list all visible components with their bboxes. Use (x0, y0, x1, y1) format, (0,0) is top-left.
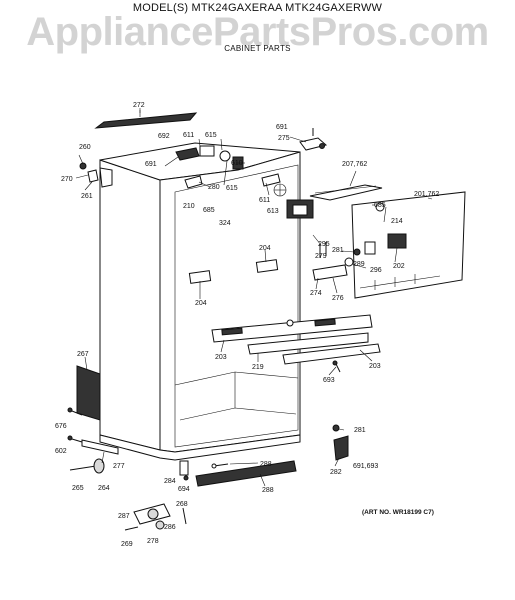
part-label: 281 (354, 427, 366, 434)
part-label: 219 (252, 364, 264, 371)
part-label: 202 (393, 263, 405, 270)
part-label: 204 (195, 300, 207, 307)
part-label: 288 (262, 487, 274, 494)
part-label: 261 (81, 193, 93, 200)
model-header: MODEL(S) MTK24GAXERAA MTK24GAXERWW (132, 2, 383, 14)
part-label: 269 (121, 541, 133, 548)
part-label: 685 (203, 207, 215, 214)
part-label: 210 (183, 203, 195, 210)
top-trim-strip (94, 110, 198, 129)
part-label: 280 (208, 184, 220, 191)
toe-grille-bracket (179, 460, 189, 481)
part-label: 201,762 (414, 191, 439, 198)
part-label: 270 (61, 176, 73, 183)
part-label: 275 (278, 135, 290, 142)
part-label: 272 (133, 102, 145, 109)
part-label: 278 (147, 538, 159, 545)
part-label: 214 (391, 218, 403, 225)
front-rail-middle (247, 332, 369, 355)
part-label: 264 (98, 485, 110, 492)
rear-roller (69, 458, 105, 474)
part-label: 611 (259, 197, 270, 204)
upper-right-hinge (299, 128, 328, 151)
part-label: 676 (55, 423, 67, 430)
part-label: 694 (178, 486, 190, 493)
part-label: 324 (219, 220, 231, 227)
part-label: 260 (79, 144, 91, 151)
part-label: 281 (332, 247, 344, 254)
part-label: 274 (310, 290, 322, 297)
part-label: 296 (370, 267, 382, 274)
part-label: 289 (353, 261, 365, 268)
sensor-bracket (312, 242, 361, 281)
part-label: 288 (260, 461, 272, 468)
lower-left-screws (67, 407, 83, 443)
part-label: 203 (215, 354, 227, 361)
part-label: 286 (164, 524, 176, 531)
part-label: 615 (205, 132, 217, 139)
part-label: 284 (164, 478, 176, 485)
part-label: 610 (231, 160, 243, 167)
part-label: 613 (267, 208, 279, 215)
art-number: (ART NO. WR18199 C7) (362, 509, 434, 516)
air-duct-assembly (261, 173, 383, 219)
part-label: 282 (330, 469, 342, 476)
part-label: 691 (145, 161, 157, 168)
part-label: 268 (176, 501, 188, 508)
part-label: 203 (369, 363, 381, 370)
part-label: 287 (118, 513, 130, 520)
rail-screw (332, 360, 341, 373)
part-label: 207,762 (342, 161, 367, 168)
leader-lines (75, 108, 433, 487)
toe-grille (195, 460, 297, 487)
part-label: 265 (72, 485, 84, 492)
leveling-roller-assembly (124, 503, 187, 531)
part-label: 295 (318, 241, 330, 248)
part-label: 615 (226, 185, 238, 192)
front-rail-lower (282, 343, 381, 365)
base-rail (81, 439, 119, 455)
control-housing-panel (351, 191, 466, 299)
part-label: 692 (158, 133, 170, 140)
part-label: 267 (77, 351, 89, 358)
lower-right-hinge (332, 424, 349, 461)
part-label: 691,693 (353, 463, 378, 470)
part-label: 685 (374, 202, 386, 209)
part-label: 277 (113, 463, 125, 470)
part-number-labels: 272 691 275 692 611 615 691 610 260 270 … (55, 102, 439, 548)
front-rail-upper (211, 314, 373, 343)
part-label: 691 (276, 124, 288, 131)
part-label: 693 (323, 377, 335, 384)
part-label: 602 (55, 448, 67, 455)
left-side-panel (76, 365, 101, 421)
part-label: 276 (332, 295, 344, 302)
part-label: 279 (315, 253, 327, 260)
diagram-subtitle: CABINET PARTS (224, 44, 291, 53)
cabinet-body (99, 142, 301, 461)
part-label: 611 (183, 132, 194, 139)
part-label: 204 (259, 245, 271, 252)
left-hinge (79, 162, 113, 188)
